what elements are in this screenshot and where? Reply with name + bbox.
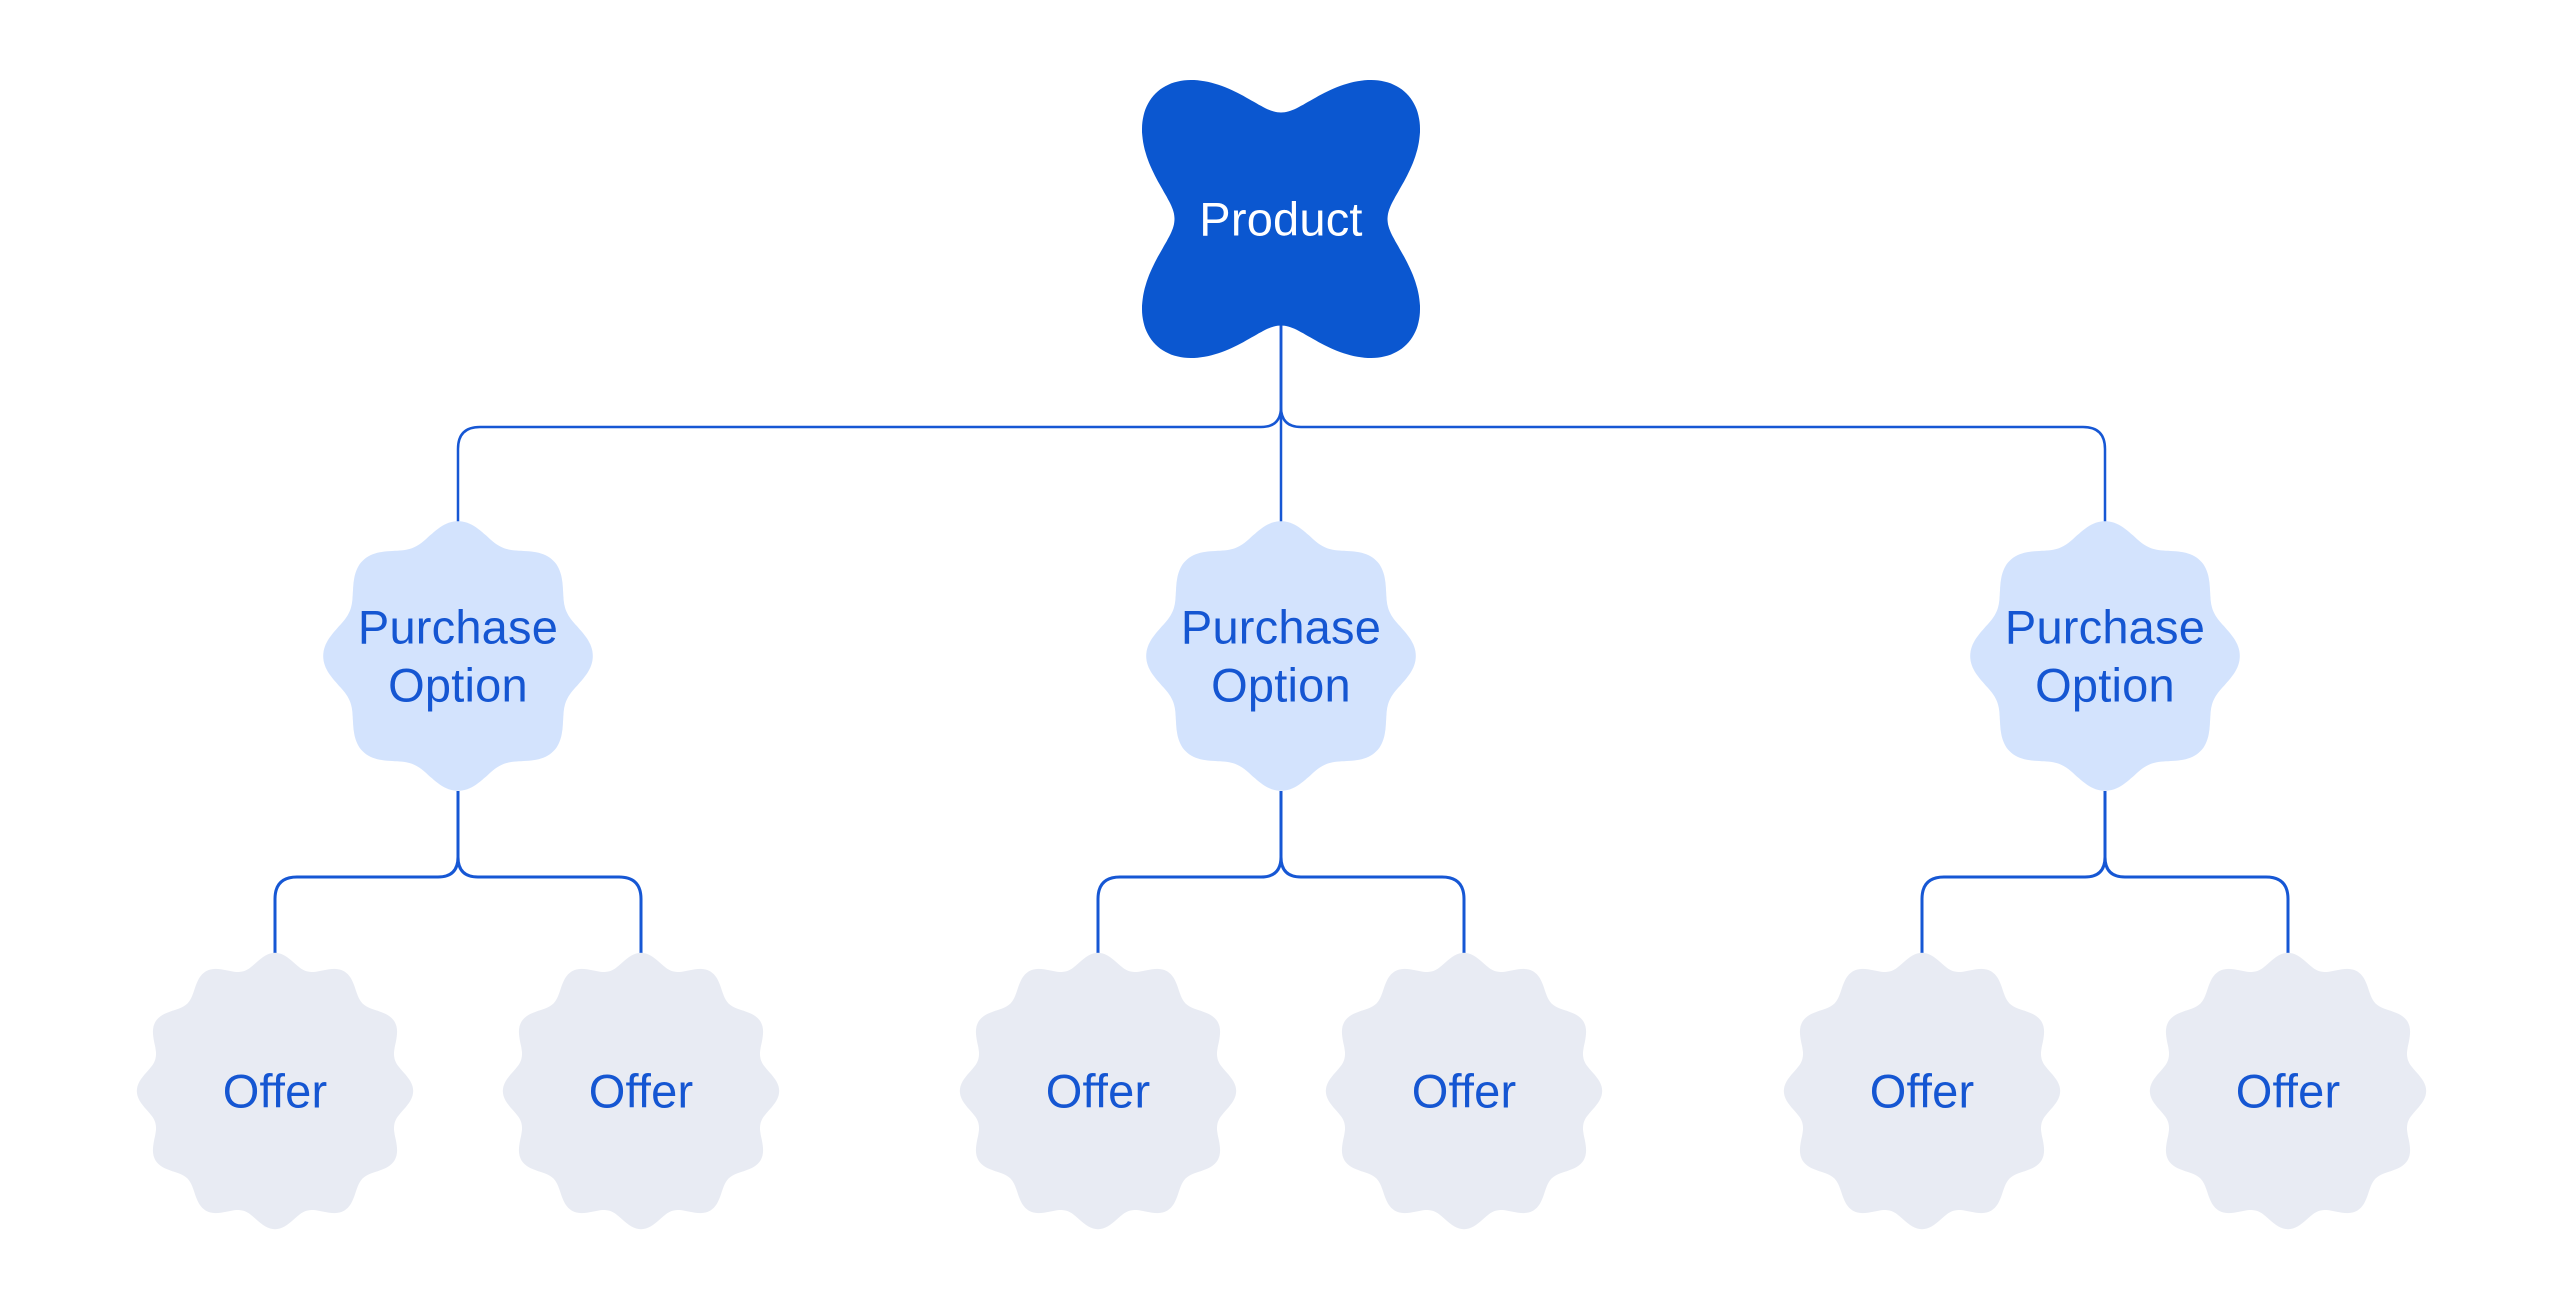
- offer-blob-shape: [1325, 952, 1603, 1230]
- purchase-blob-shape: [1146, 521, 1416, 791]
- node-offer-4: Offer: [1325, 952, 1603, 1230]
- node-offer-5: Offer: [1783, 952, 2061, 1230]
- node-offer-1: Offer: [136, 952, 414, 1230]
- connector-purchase-option-1-to-offer-1: [273, 791, 460, 955]
- node-product: Product: [1142, 80, 1420, 358]
- product-label: Product: [1199, 193, 1362, 246]
- offer-1-label: Offer: [223, 1065, 328, 1118]
- offer-blob-shape: [959, 952, 1237, 1230]
- offer-blob-shape: [2149, 952, 2427, 1230]
- connector-product-to-purchase-option-3: [1279, 325, 2107, 523]
- connector-purchase-option-3-to-offer-6: [2103, 791, 2290, 955]
- offer-3-label: Offer: [1046, 1065, 1151, 1118]
- offer-2-label: Offer: [589, 1065, 694, 1118]
- connector-product-to-purchase-option-1: [456, 325, 1283, 523]
- offer-blob-shape: [1783, 952, 2061, 1230]
- offer-6-label: Offer: [2236, 1065, 2341, 1118]
- node-offer-2: Offer: [502, 952, 780, 1230]
- purchase-blob-shape: [323, 521, 593, 791]
- connector-purchase-option-1-to-offer-2: [456, 791, 643, 955]
- node-offer-6: Offer: [2149, 952, 2427, 1230]
- offer-blob-shape: [136, 952, 414, 1230]
- offer-5-label: Offer: [1870, 1065, 1975, 1118]
- connector-purchase-option-3-to-offer-5: [1920, 791, 2107, 955]
- offer-blob-shape: [502, 952, 780, 1230]
- offer-4-label: Offer: [1412, 1065, 1517, 1118]
- node-offer-3: Offer: [959, 952, 1237, 1230]
- purchase-blob-shape: [1970, 521, 2240, 791]
- connector-purchase-option-2-to-offer-3: [1096, 791, 1283, 955]
- connector-purchase-option-2-to-offer-4: [1279, 791, 1466, 955]
- product-blob-shape: [1142, 80, 1420, 358]
